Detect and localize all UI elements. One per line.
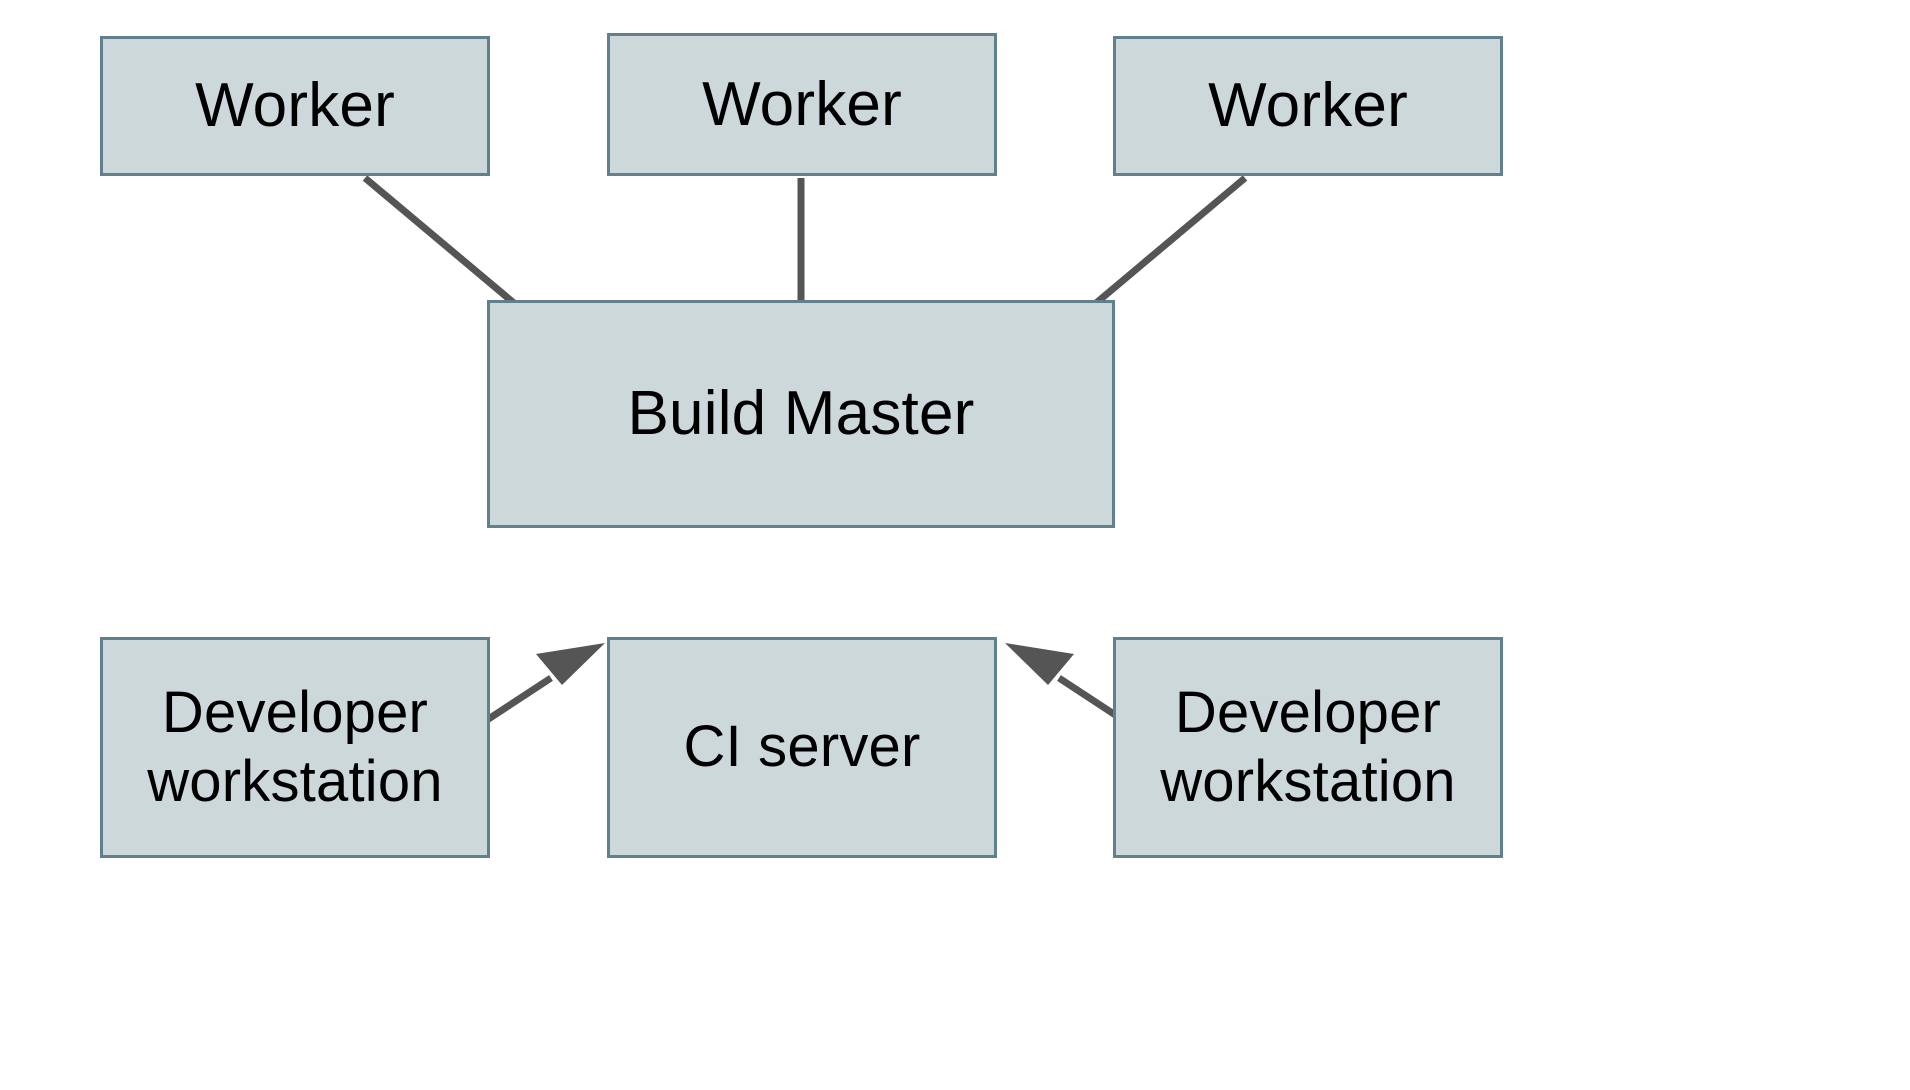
node-ci-server[interactable]: CI server [607,637,997,858]
node-worker-2[interactable]: Worker [607,33,997,176]
node-build-master[interactable]: Build Master [487,300,1115,528]
node-developer-workstation-1[interactable]: Developer workstation [100,637,490,858]
node-worker-3[interactable]: Worker [1113,36,1503,176]
node-developer-workstation-2[interactable]: Developer workstation [1113,637,1503,858]
node-worker-1[interactable]: Worker [100,36,490,176]
